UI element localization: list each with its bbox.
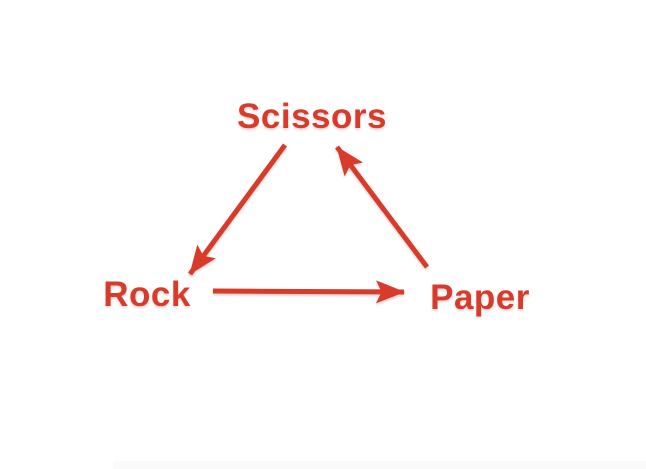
node-label-scissors: Scissors (237, 97, 387, 136)
node-label-rock: Rock (103, 275, 191, 314)
edge-paper-to-scissors (335, 145, 429, 269)
bottom-strip (113, 461, 646, 469)
node-label-paper: Paper (430, 278, 530, 317)
edge-scissors-to-rock (187, 143, 288, 276)
edges-group (187, 143, 429, 304)
edge-rock-to-paper (212, 280, 405, 304)
